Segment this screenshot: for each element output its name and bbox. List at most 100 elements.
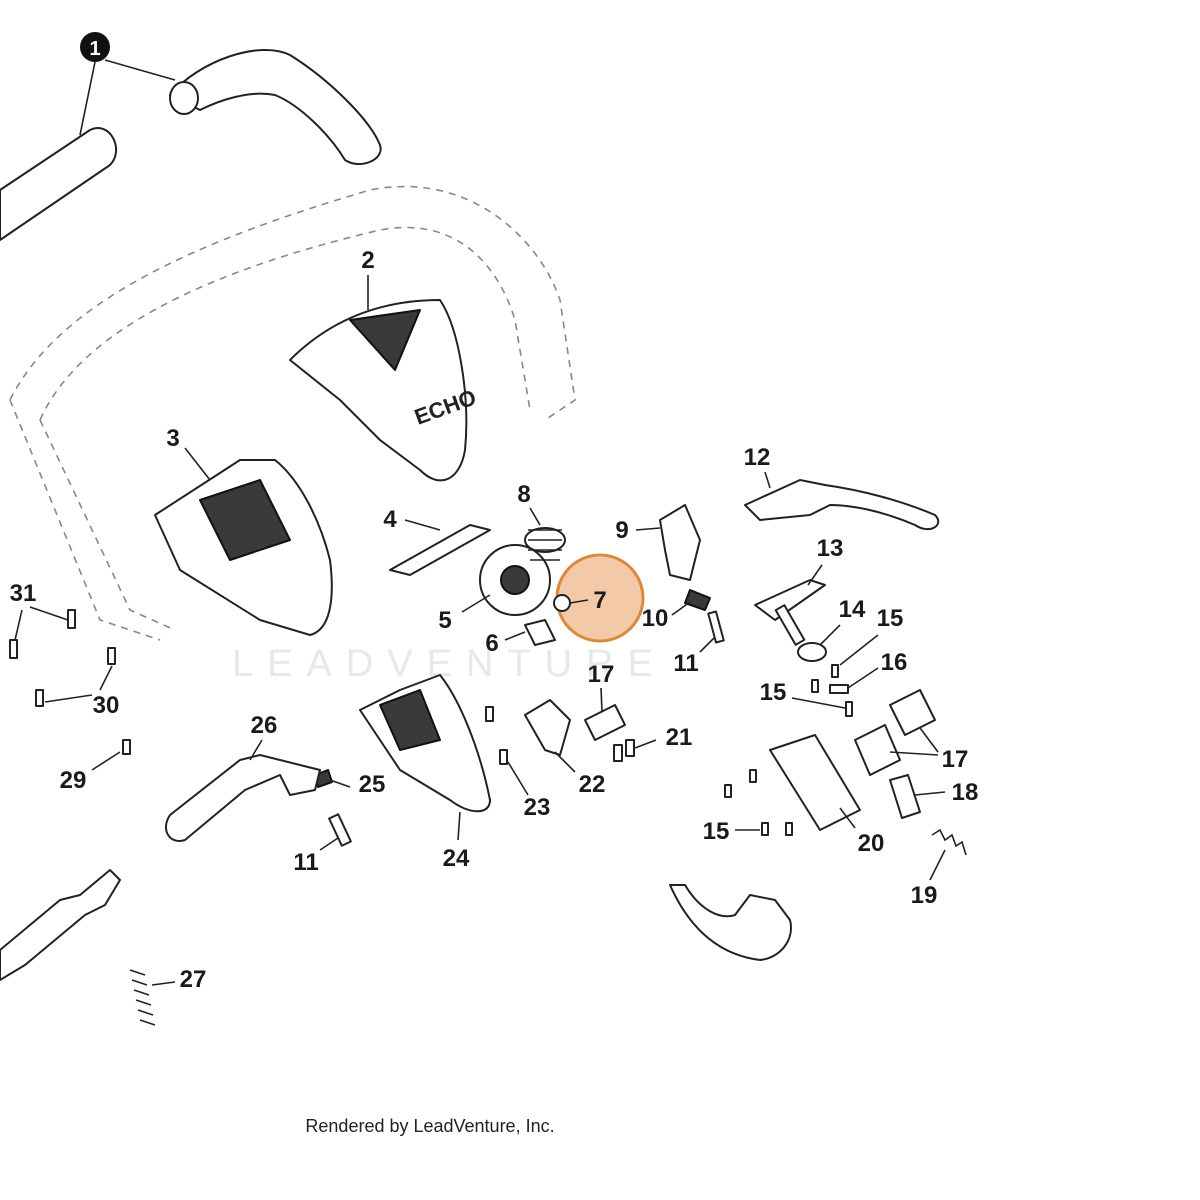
leader-30 [44, 665, 113, 703]
label-23: 23 [524, 794, 551, 821]
part-18-cylinder[interactable] [889, 774, 921, 819]
part-7-spring-small[interactable] [553, 594, 571, 612]
label-25: 25 [359, 771, 386, 798]
label-11-lower: 11 [293, 849, 318, 876]
part-19-spring[interactable] [931, 828, 967, 856]
cable-harness [669, 884, 792, 961]
label-6: 6 [485, 630, 498, 657]
leader-22 [554, 751, 576, 773]
label-29: 29 [60, 767, 87, 794]
label-31: 31 [10, 580, 37, 607]
label-5: 5 [438, 607, 451, 634]
part-16-block[interactable] [829, 684, 849, 694]
label-13: 13 [817, 535, 844, 562]
label-15-middle: 15 [760, 679, 787, 706]
part-13-t-handle[interactable] [754, 579, 826, 646]
callout-1-badge [80, 32, 110, 62]
leader-6 [504, 631, 526, 641]
leader-23 [507, 761, 529, 796]
label-22: 22 [579, 771, 606, 798]
leader-16 [847, 667, 879, 689]
part-21-pins[interactable] [613, 739, 635, 762]
label-26: 26 [251, 712, 278, 739]
label-12: 12 [744, 444, 771, 471]
leader-3 [184, 447, 211, 481]
label-15-lower: 15 [703, 818, 730, 845]
leader-18 [914, 791, 946, 796]
part-6-clip[interactable] [524, 619, 556, 646]
leader-21 [634, 739, 657, 749]
label-16: 16 [881, 649, 908, 676]
label-9: 9 [615, 517, 628, 544]
part-5-gear[interactable] [479, 544, 551, 616]
leader-25 [329, 779, 351, 788]
leader-15-middle [791, 697, 846, 709]
leader-24 [457, 811, 461, 841]
label-27: 27 [180, 966, 207, 993]
label-11-upper: 11 [673, 650, 698, 677]
label-17-upper: 17 [588, 661, 615, 688]
leader-1 [79, 59, 176, 136]
leader-17-lower [889, 727, 939, 756]
part-12-lever[interactable] [744, 479, 940, 531]
part-11-pin-lower[interactable] [328, 813, 352, 847]
part-17-switch-a[interactable] [584, 704, 626, 741]
part-31-screws[interactable] [9, 609, 76, 659]
part-3-housing[interactable] [154, 459, 333, 636]
leader-26 [249, 739, 263, 761]
label-14: 14 [839, 596, 866, 623]
leader-11-upper [699, 637, 715, 653]
leader-9 [635, 527, 661, 531]
leader-10 [671, 601, 691, 616]
part-22-bracket[interactable] [524, 699, 571, 756]
part-9-latch[interactable] [659, 504, 701, 581]
leader-19 [929, 849, 946, 881]
part-4-plate[interactable] [389, 524, 491, 576]
label-21: 21 [666, 724, 693, 751]
part-29-screw[interactable] [122, 739, 131, 755]
part-14-clamp[interactable] [797, 642, 827, 662]
part-24-lower-housing[interactable] [359, 674, 491, 813]
leader-5 [461, 594, 491, 613]
label-30: 30 [93, 692, 120, 719]
label-10: 10 [642, 605, 669, 632]
part-11-pin-upper[interactable] [707, 610, 725, 644]
leader-20 [839, 807, 856, 829]
leader-29 [91, 751, 121, 771]
part-20-bracket[interactable] [769, 734, 861, 831]
leader-15-upper [839, 634, 879, 666]
label-19: 19 [911, 882, 938, 909]
label-8: 8 [517, 481, 530, 508]
part-2-cover[interactable]: ECHO [289, 299, 479, 482]
part-10-spring[interactable] [684, 589, 711, 611]
leader-7 [569, 599, 589, 604]
lower-lever-part [0, 869, 121, 981]
part-26-grip[interactable] [165, 754, 321, 842]
leader-4 [404, 519, 441, 531]
leader-13 [807, 564, 823, 586]
label-17-lower: 17 [942, 746, 969, 773]
label-7: 7 [593, 587, 606, 614]
part-30-screws[interactable] [35, 647, 116, 707]
part-1-hose[interactable] [0, 49, 382, 241]
label-20: 20 [858, 830, 885, 857]
part-27-spring[interactable] [129, 969, 156, 1026]
leader-11-lower [319, 837, 339, 851]
leader-14 [819, 624, 841, 646]
leader-27 [151, 981, 176, 986]
leader-17-upper [600, 687, 603, 713]
label-18: 18 [952, 779, 979, 806]
label-15-upper: 15 [877, 605, 904, 632]
label-3: 3 [166, 425, 179, 452]
leader-31 [14, 606, 69, 641]
part-23-screws[interactable] [485, 706, 508, 765]
label-2: 2 [361, 247, 374, 274]
part-17-switch-b[interactable] [854, 689, 936, 776]
credit-text: Rendered by LeadVenture, Inc. [305, 1116, 554, 1136]
leader-12 [764, 471, 771, 489]
label-24: 24 [443, 845, 470, 872]
part-8-spring[interactable] [524, 527, 566, 561]
part-15-screws[interactable] [724, 664, 853, 836]
callout-1-text: 1 [89, 38, 100, 60]
